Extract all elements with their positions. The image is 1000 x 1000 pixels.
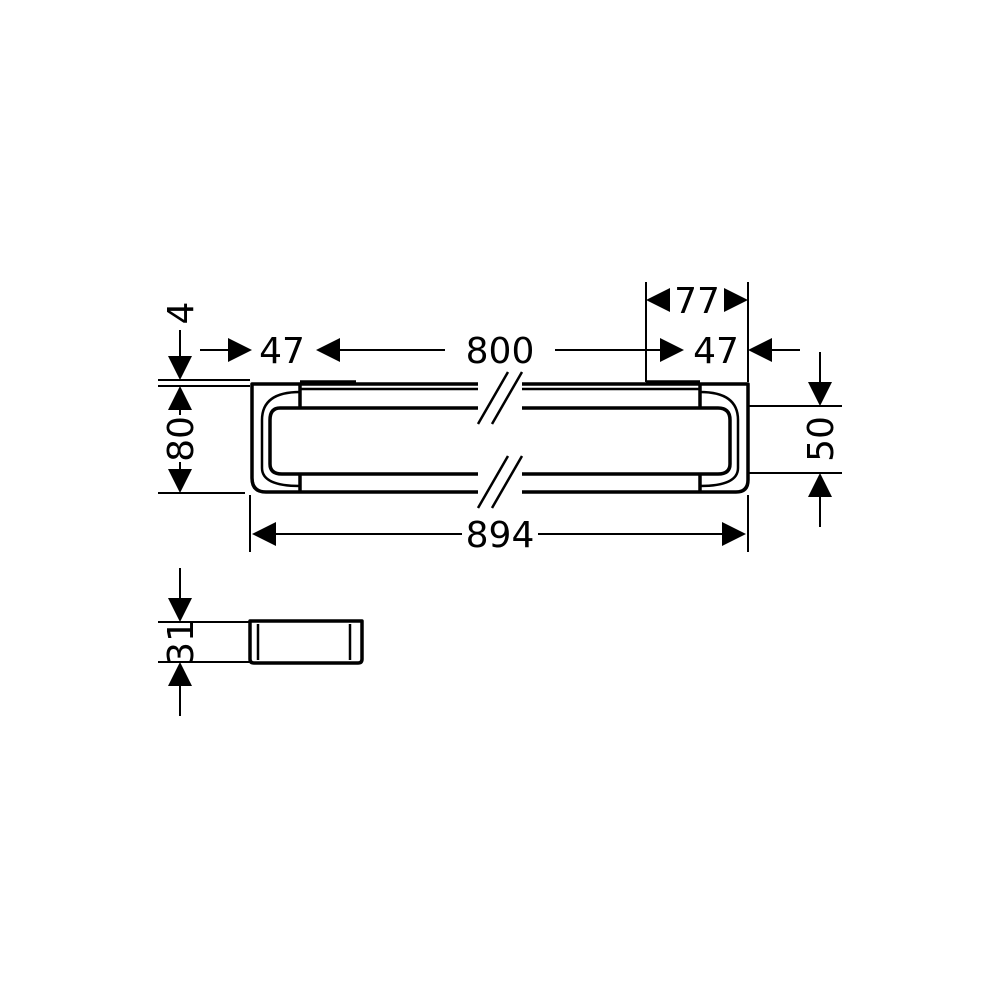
towel-bar-side-view bbox=[158, 619, 364, 665]
dimension-inner-height: 50 bbox=[801, 352, 842, 527]
left-bracket-curve bbox=[260, 390, 301, 488]
bar-outer-outline bbox=[250, 382, 750, 494]
bar-inner-outline bbox=[268, 406, 732, 476]
break-mark-bottom bbox=[476, 455, 524, 509]
dim-label-overall-height: 80 bbox=[161, 416, 202, 462]
dimension-depth: 31 bbox=[161, 568, 202, 716]
dimension-wall-offset: 4 bbox=[161, 302, 202, 380]
dim-label-inner-height: 50 bbox=[801, 416, 842, 462]
dim-label-bracket-total: 77 bbox=[674, 281, 720, 322]
right-bracket-curve bbox=[699, 390, 740, 488]
dim-label-overall-length: 894 bbox=[466, 515, 535, 556]
towel-bar-front-view bbox=[158, 282, 842, 552]
dimension-bracket-total: 77 bbox=[646, 281, 748, 322]
dim-label-right-bracket: 47 bbox=[693, 331, 739, 372]
dim-label-bar-length: 800 bbox=[466, 331, 535, 372]
dimension-left-bracket: 47 bbox=[200, 331, 305, 372]
break-mark-top bbox=[476, 371, 524, 425]
dimension-overall-height: 80 bbox=[161, 386, 202, 493]
dim-label-depth: 31 bbox=[161, 619, 202, 665]
dim-label-wall-offset: 4 bbox=[161, 302, 202, 325]
dim-label-left-bracket: 47 bbox=[259, 331, 305, 372]
side-view-outline bbox=[248, 619, 364, 665]
dimension-bar-length: 800 bbox=[316, 331, 684, 372]
dimension-overall-length: 894 bbox=[252, 515, 746, 556]
dimension-right-bracket: 47 bbox=[693, 331, 800, 372]
